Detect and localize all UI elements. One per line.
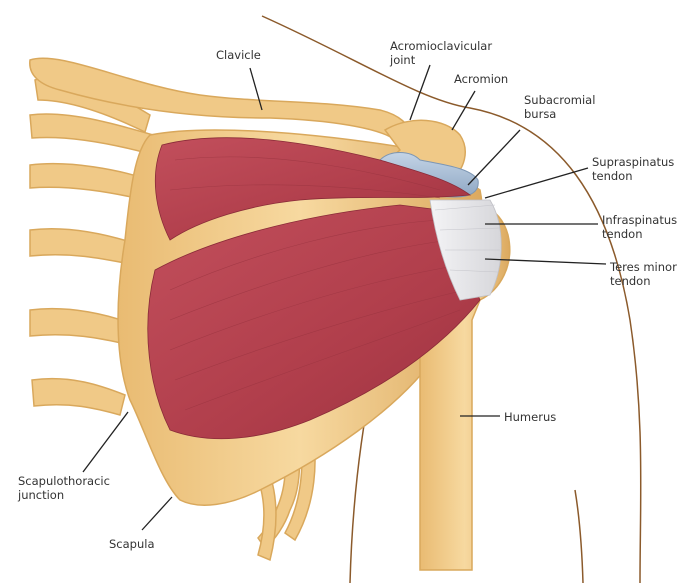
supraspinatus-muscle bbox=[154, 137, 472, 241]
label-teres-minor-tendon: Teres minor tendon bbox=[610, 260, 677, 288]
leader-lines bbox=[82, 64, 607, 531]
label-scapulothoracic-junction: Scapulothoracic junction bbox=[18, 474, 110, 502]
label-supraspinatus-tendon: Supraspinatus tendon bbox=[592, 155, 675, 183]
infraspinatus-muscle bbox=[147, 204, 481, 440]
label-acromioclavicular-joint: Acromioclavicular joint bbox=[390, 39, 493, 67]
label-clavicle: Clavicle bbox=[216, 48, 261, 62]
label-subacromial-bursa: Subacromial bursa bbox=[524, 93, 596, 121]
label-humerus: Humerus bbox=[504, 410, 557, 424]
label-acromion: Acromion bbox=[454, 72, 509, 86]
label-scapula: Scapula bbox=[109, 537, 155, 551]
skin-outline bbox=[261, 15, 642, 583]
label-infraspinatus-tendon: Infraspinatus tendon bbox=[602, 213, 678, 241]
